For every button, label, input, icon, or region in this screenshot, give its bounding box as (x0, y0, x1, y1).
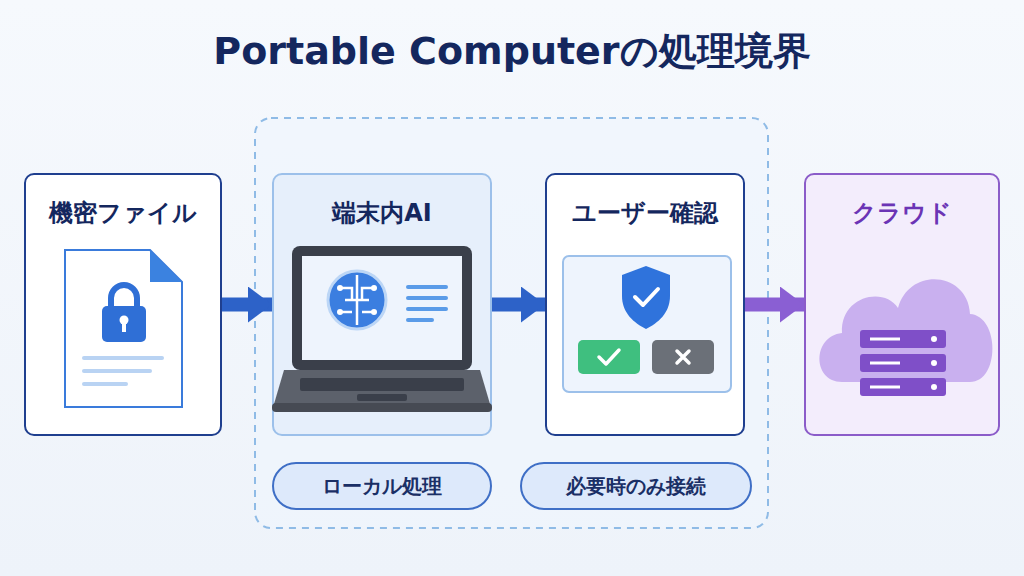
local-boundary (255, 118, 768, 528)
box-heading: 機密ファイル (26, 197, 220, 229)
edge-layer (222, 304, 804, 305)
card-box: クラウド (804, 173, 1000, 436)
card-box: 端末内AI (272, 173, 492, 436)
laptop-icon (272, 246, 492, 412)
document-icon (65, 250, 182, 407)
box-heading: 端末内AI (274, 197, 490, 229)
cloud-server-icon (820, 279, 993, 396)
card-box: ユーザー確認 (545, 173, 745, 436)
pill-text: ローカル処理 (322, 473, 442, 500)
box-heading: クラウド (806, 197, 998, 229)
diagram-title: Portable Computerの処理境界 (0, 26, 1024, 77)
pill-label: 必要時のみ接続 (520, 462, 752, 510)
pill-label: ローカル処理 (272, 462, 492, 510)
flow-arrow (492, 298, 545, 312)
flow-arrow (745, 298, 804, 312)
confirm-panel (563, 256, 731, 392)
pill-text: 必要時のみ接続 (566, 473, 706, 500)
card-box: 機密ファイル (24, 173, 222, 436)
box-heading: ユーザー確認 (547, 197, 743, 229)
flow-arrow (222, 298, 272, 312)
